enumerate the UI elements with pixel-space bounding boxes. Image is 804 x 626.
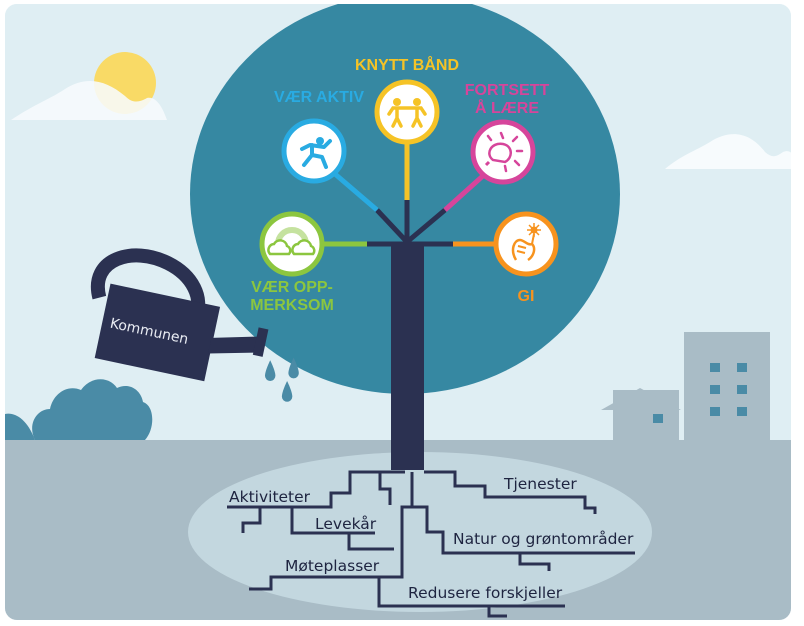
watering-can-icon: Kommunen — [90, 248, 269, 382]
branch-stems — [367, 200, 453, 247]
branch-knytt-band: KNYTT BÅND — [355, 55, 459, 200]
branch-vaer-oppmerksom: VÆR OPP-MERKSOM — [250, 211, 367, 314]
branch-circle — [374, 79, 440, 145]
branch-label-line: VÆR OPP- — [251, 279, 333, 296]
branch-vaer-aktiv: VÆR AKTIV — [274, 89, 379, 212]
branch-label-line: VÆR AKTIV — [274, 89, 364, 106]
branch-circle — [470, 119, 536, 185]
giving-hand-icon — [511, 223, 541, 262]
root-label-levekar: Levekår — [315, 515, 377, 533]
branch-gi: GI — [453, 211, 559, 305]
two-people-icon — [387, 98, 427, 128]
root-label-redusere-forskjeller: Redusere forskjeller — [408, 584, 563, 602]
branch-label-vaer-oppmerksom: VÆR OPP-MERKSOM — [250, 279, 334, 314]
branch-label-line: Å LÆRE — [475, 98, 539, 117]
branch-label-gi: GI — [518, 288, 535, 305]
apartment-building — [684, 332, 770, 444]
house — [601, 388, 681, 442]
branch-stem — [333, 172, 379, 212]
root-label-tjenester: Tjenester — [503, 475, 577, 493]
running-person-icon — [300, 137, 332, 169]
branch-label-knytt-band: KNYTT BÅND — [355, 55, 459, 74]
branch-label-line: MERKSOM — [250, 297, 334, 314]
bush — [32, 379, 153, 440]
root-label-natur: Natur og grøntområder — [453, 530, 634, 548]
root-zone — [188, 452, 652, 612]
root-label-aktiviteter: Aktiviteter — [229, 488, 311, 506]
root-label-moteplasser: Møteplasser — [285, 557, 380, 575]
lightbulb-icon — [484, 131, 524, 173]
branch-circle — [259, 211, 325, 277]
clouds-rainbow-icon — [267, 227, 316, 256]
branch-label-vaer-aktiv: VÆR AKTIV — [274, 89, 364, 106]
branch-stem — [443, 172, 487, 212]
branch-label-line: KNYTT BÅND — [355, 55, 459, 74]
window — [653, 414, 663, 423]
branch-label-line: GI — [518, 288, 535, 305]
cloud-right — [665, 134, 791, 169]
branch-label-line: FORTSETT — [465, 82, 550, 99]
tree-trunk — [391, 242, 424, 470]
water-drops — [265, 357, 299, 402]
root-lines — [227, 470, 635, 618]
cloud-left — [11, 80, 167, 120]
